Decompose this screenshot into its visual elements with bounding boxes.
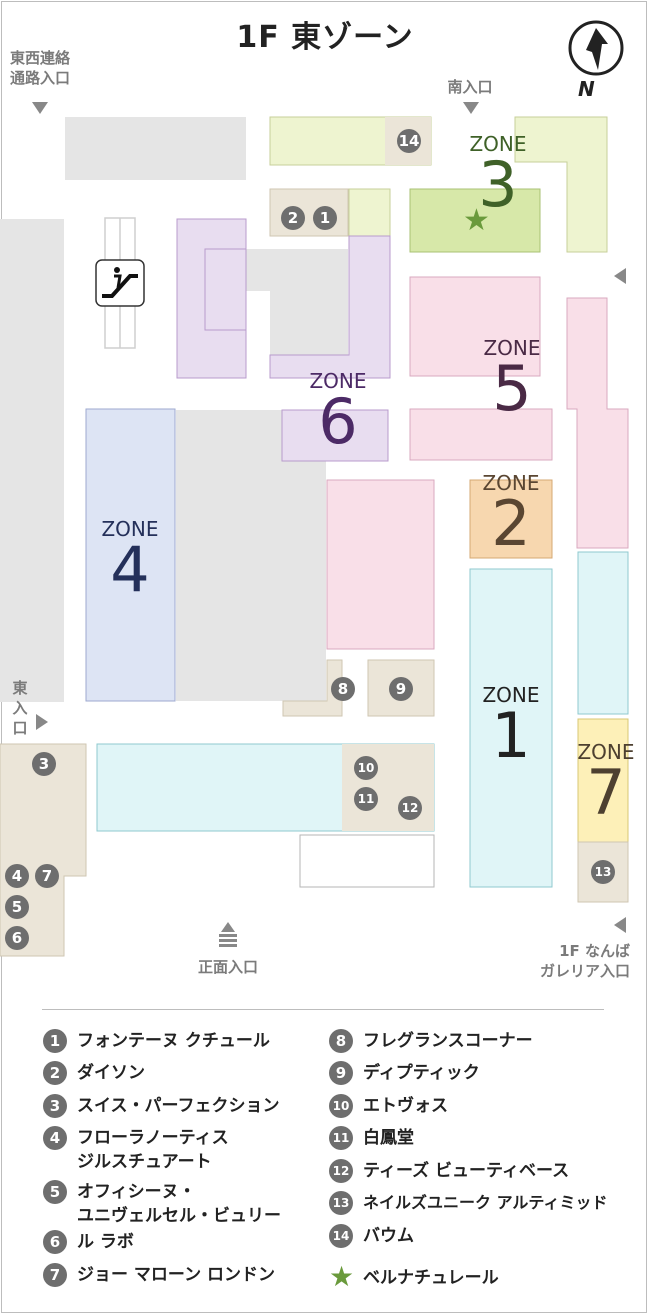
east-entrance-arrow-icon — [36, 714, 48, 730]
legend-badge: 6 — [43, 1230, 67, 1254]
legend-star-icon: ★ — [329, 1260, 355, 1293]
legend-label-line2: ジルスチュアート — [77, 1152, 212, 1172]
compass-label: N — [578, 77, 595, 100]
side-entrance-arrow-icon — [614, 268, 626, 284]
legend-badge: 3 — [43, 1094, 67, 1118]
legend-label: フォンテーヌ クチュール — [77, 1031, 270, 1051]
zone6-area — [269, 235, 391, 379]
zone1-area — [577, 551, 629, 715]
compass-north-icon: N — [568, 20, 624, 100]
map-badge-1: 1 — [313, 206, 337, 230]
legend-badge: 13 — [329, 1191, 353, 1215]
back-area — [65, 117, 246, 180]
legend-badge: 1 — [43, 1029, 67, 1053]
legend-divider — [42, 1009, 604, 1010]
floor-map — [0, 116, 629, 957]
legend-badge: 11 — [329, 1126, 353, 1150]
front-entrance-icon — [219, 922, 237, 947]
legend-badge: 9 — [329, 1061, 353, 1085]
back-area — [0, 219, 64, 702]
zone5-area — [566, 297, 629, 549]
zone6-area — [281, 409, 389, 462]
zone7-label: ZONE 7 — [577, 740, 635, 829]
map-badge-3: 3 — [32, 752, 56, 776]
legend-badge: 2 — [43, 1061, 67, 1085]
south-entrance-label: 南入口 — [447, 78, 493, 96]
zone2-label: ZONE 2 — [482, 471, 540, 560]
escalator-icon — [95, 259, 145, 307]
east-west-entrance-label: 東西連絡 通路入口 — [10, 49, 71, 87]
blank-space — [299, 834, 435, 888]
shop-10-12 — [342, 744, 434, 831]
zone1-label: ZONE 1 — [482, 683, 540, 772]
legend-badge: 10 — [329, 1094, 353, 1118]
zone3-area — [409, 188, 541, 253]
legend-badge: 4 — [43, 1126, 67, 1150]
zone4-label: ZONE 4 — [101, 517, 159, 606]
zone5-area — [326, 479, 435, 650]
legend-label: スイス・パーフェクション — [77, 1096, 280, 1116]
legend-label: ネイルズユニーク アルティミッド — [363, 1193, 608, 1212]
zone3-label: ZONE 3 — [469, 132, 527, 221]
map-badge-13: 13 — [591, 860, 615, 884]
zone7-area — [577, 718, 629, 843]
legend-badge: 12 — [329, 1159, 353, 1183]
map-badge-8: 8 — [331, 677, 355, 701]
legend-badge: 14 — [329, 1224, 353, 1248]
legend-label: 白鳳堂 — [363, 1128, 414, 1148]
east-west-entrance-arrow-icon — [32, 102, 48, 114]
map-badge-5: 5 — [5, 895, 29, 919]
page-title: 1F 東ゾーン — [236, 20, 414, 55]
legend-star-label: ベルナチュレール — [363, 1268, 499, 1288]
zone5-area — [409, 276, 541, 377]
map-badge-4: 4 — [5, 864, 29, 888]
namba-entrance-label: 1F なんば ガレリア入口 — [539, 942, 630, 980]
zone2-area — [469, 479, 553, 559]
legend-label: エトヴォス — [363, 1096, 448, 1116]
zone4-area — [85, 408, 176, 702]
map-badge-12: 12 — [398, 796, 422, 820]
legend-badge: 8 — [329, 1029, 353, 1053]
east-entrance-label: 東 入 口 — [12, 679, 28, 737]
zone1-area — [469, 568, 553, 888]
map-badge-11: 11 — [354, 787, 378, 811]
legend-label: フローラノーティス — [77, 1128, 229, 1148]
legend-label-line2: ユニヴェルセル・ビュリー — [77, 1206, 281, 1226]
legend-label: ディプティック — [363, 1063, 480, 1083]
map-badge-9: 9 — [389, 677, 413, 701]
legend-label: フレグランスコーナー — [363, 1031, 533, 1051]
legend-label: バウム — [363, 1226, 414, 1246]
legend-label: ダイソン — [77, 1063, 145, 1083]
zone6-area — [176, 218, 247, 379]
zone5-label: ZONE 5 — [483, 336, 541, 425]
legend-badge: 7 — [43, 1263, 67, 1287]
legend-label: ティーズ ビューティベース — [363, 1161, 570, 1181]
zone6-label: ZONE 6 — [309, 369, 367, 458]
map-badge-7: 7 — [35, 864, 59, 888]
zone5-area — [409, 408, 553, 461]
map-badge-2: 2 — [281, 206, 305, 230]
bernature-star-icon: ★ — [463, 203, 490, 238]
legend-label: ル ラボ — [77, 1232, 134, 1252]
namba-entrance-arrow-icon — [614, 917, 626, 933]
map-badge-14: 14 — [397, 129, 421, 153]
shop-8 — [282, 659, 343, 717]
zone3-area — [514, 116, 608, 253]
map-badge-10: 10 — [354, 756, 378, 780]
zone3-area — [348, 188, 391, 237]
legend-badge: 5 — [43, 1180, 67, 1204]
legend-label: オフィシーヌ・ — [77, 1182, 196, 1202]
map-badge-6: 6 — [5, 926, 29, 950]
legend-label: ジョー マローン ロンドン — [77, 1265, 275, 1285]
front-entrance-label: 正面入口 — [197, 958, 258, 976]
south-entrance-arrow-icon — [463, 102, 479, 114]
